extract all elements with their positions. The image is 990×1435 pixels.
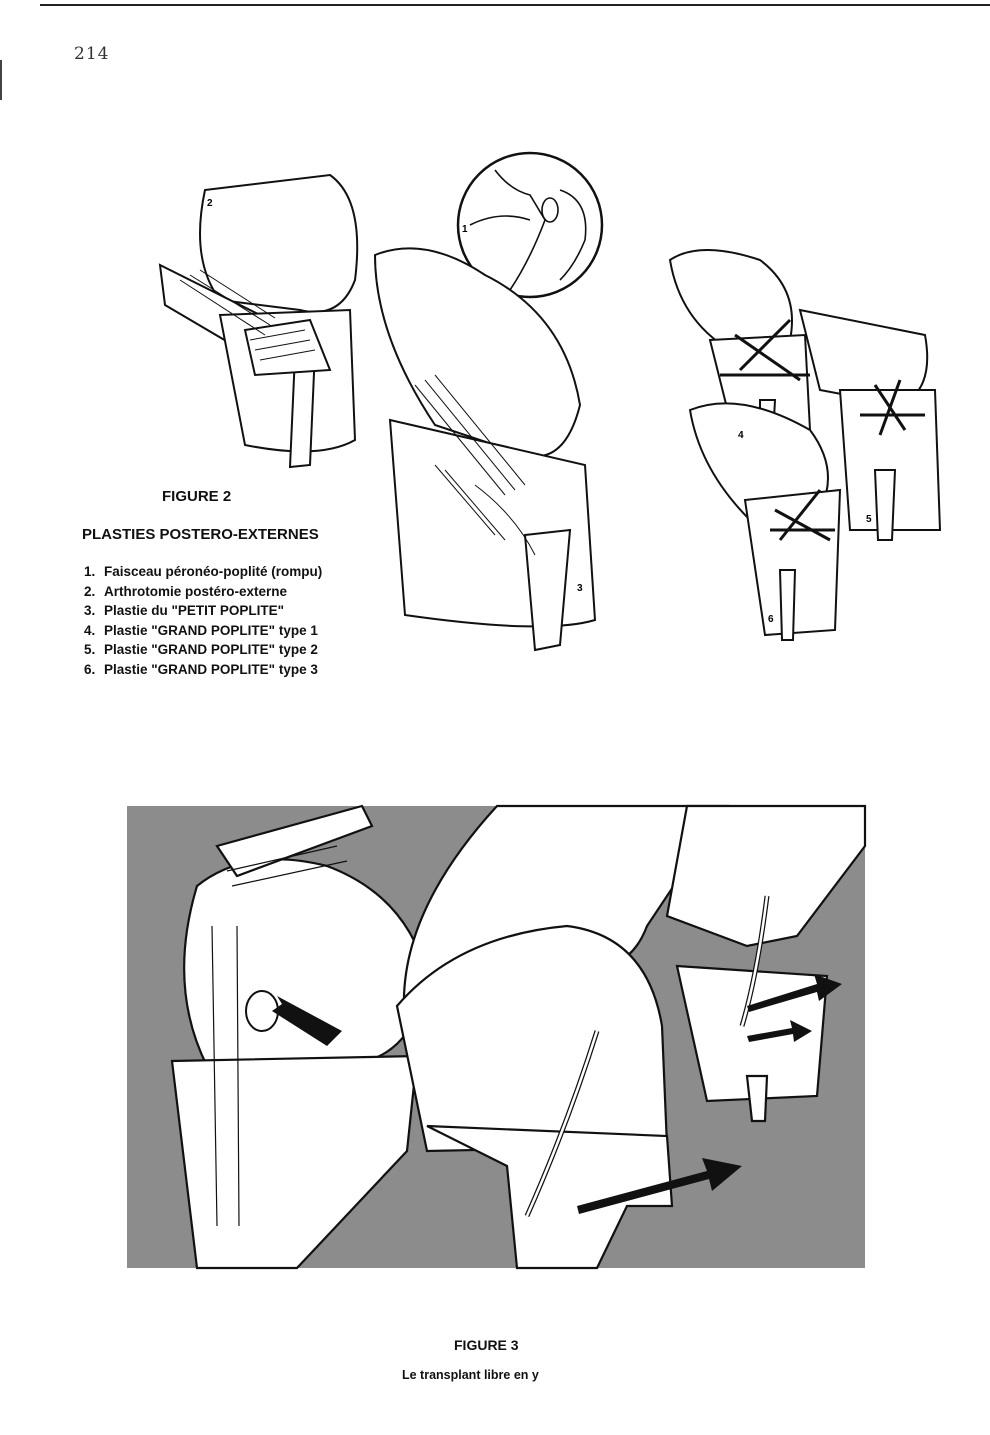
legend-item: 2.Arthrotomie postéro-externe bbox=[84, 583, 288, 599]
legend-item: 6.Plastie "GRAND POPLITE" type 3 bbox=[84, 661, 318, 677]
legend-item: 5.Plastie "GRAND POPLITE" type 2 bbox=[84, 642, 318, 657]
figure2-title: FIGURE 2 bbox=[162, 488, 232, 505]
figure2-knee-variants-illustration: 4 5 6 bbox=[668, 249, 942, 641]
label-3: 3 bbox=[577, 583, 583, 594]
figure2-subtitle: PLASTIES POSTERO-EXTERNES bbox=[82, 526, 319, 543]
figure2-knee-center-illustration: 3 bbox=[373, 247, 597, 652]
figure2-detail-circle: 1 bbox=[456, 151, 604, 299]
label-5: 5 bbox=[866, 514, 872, 525]
figure3-title: FIGURE 3 bbox=[454, 1337, 519, 1353]
figure2-knee-left-illustration: 2 bbox=[158, 173, 359, 469]
label-4: 4 bbox=[738, 430, 744, 441]
legend-item: 4.Plastie "GRAND POPLITE" type 1 bbox=[84, 622, 318, 638]
figure3-caption: Le transplant libre en y bbox=[402, 1368, 539, 1382]
legend-item: 3.Plastie du "PETIT POPLITE" bbox=[84, 603, 285, 618]
label-6: 6 bbox=[768, 614, 774, 625]
label-1: 1 bbox=[462, 224, 468, 235]
figure2-legend: 1.Faisceau péronéo-poplité (rompu) 2.Art… bbox=[84, 562, 322, 679]
margin-mark bbox=[0, 60, 2, 100]
legend-item: 1.Faisceau péronéo-poplité (rompu) bbox=[84, 564, 323, 579]
page-number: 214 bbox=[74, 44, 110, 64]
label-2: 2 bbox=[207, 198, 213, 209]
figure3-illustration bbox=[127, 804, 867, 1270]
top-rule bbox=[40, 4, 990, 6]
